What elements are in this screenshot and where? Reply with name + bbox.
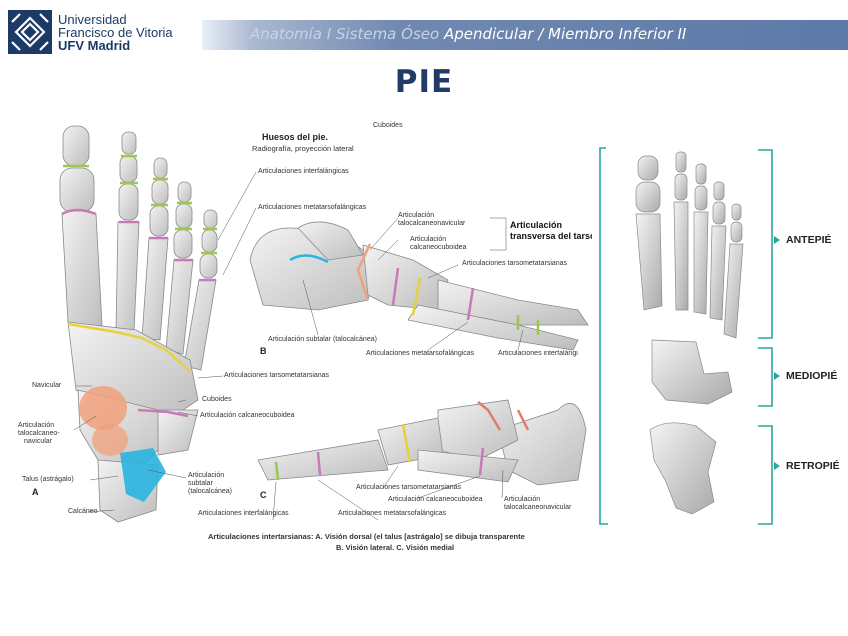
label-cuboides-top: Cuboides — [373, 122, 403, 129]
label-antepie: ANTEPIÉ — [786, 234, 832, 246]
label-a-tarsometatarsianas: Articulaciones tarsometatarsianas — [224, 372, 330, 379]
ufv-logo[interactable]: Universidad Francisco de Vitoria UFV Mad… — [8, 6, 200, 58]
retropie-arrow-icon — [774, 462, 780, 470]
label-a-metatarsofalangicas: Articulaciones metatarsofalángicas — [258, 204, 367, 211]
medial-view-c-joints — [274, 401, 530, 481]
label-a-cuboides: Cuboides — [202, 396, 232, 403]
dorsal-view-a-joints — [61, 154, 217, 418]
label-b-interfalangicas: Articulaciones interfalángi — [498, 350, 578, 357]
label-b-letter: B — [260, 346, 267, 356]
label-mediopie: MEDIOPIÉ — [786, 370, 838, 382]
ufv-logo-mark-icon — [8, 10, 52, 54]
foot-regions-illustration — [599, 147, 780, 525]
breadcrumb-course: Anatomía I Sistema Óseo — [250, 25, 444, 43]
region-brackets — [758, 149, 773, 525]
label-a-talocalcaneo-1: Articulación — [18, 422, 55, 429]
label-b-subtalar: Articulación subtalar (talocalcánea) — [268, 336, 377, 343]
label-c-tarsometatarsianas: Articulaciones tarsometatarsianas — [356, 484, 462, 491]
label-c-subtalar-2: subtalar — [188, 480, 213, 487]
figure-caption-line-1: Articulaciones intertarsianas: A. Visión… — [208, 532, 525, 541]
left-bracket — [599, 147, 608, 525]
label-huesos-title: Huesos del pie. — [262, 132, 329, 142]
logo-line-3: UFV Madrid — [58, 37, 131, 53]
logo-text: Universidad Francisco de Vitoria UFV Mad… — [58, 13, 173, 52]
label-c-subtalar-1: Articulación — [188, 472, 225, 479]
figure-caption-line-2: B. Visión lateral. C. Visión medial — [336, 543, 455, 552]
breadcrumb-separator: / — [533, 25, 549, 43]
antepie-arrow-icon — [774, 236, 780, 244]
foot-joints-figure: Cuboides Huesos del pie. Radiografía, pr… — [18, 110, 592, 560]
hindfoot-bones — [649, 422, 717, 515]
midfoot-bones — [651, 339, 733, 405]
label-c-calcaneocuboidea: Articulación calcaneocuboidea — [388, 496, 483, 503]
breadcrumb-banner: Anatomía I Sistema Óseo Apendicular / Mi… — [202, 20, 848, 50]
label-b-metatarsofalangicas: Articulaciones metatarsofalángicas — [366, 350, 475, 357]
label-b-talocalc-nav-2: talocalcaneonavicular — [398, 220, 466, 227]
label-a-talus: Talus (astrágalo) — [22, 476, 74, 483]
foot-illustration — [59, 125, 589, 523]
breadcrumb: Anatomía I Sistema Óseo Apendicular / Mi… — [250, 25, 686, 43]
label-c-letter: C — [260, 490, 267, 500]
label-b-talocalc-nav-1: Articulación — [398, 212, 435, 219]
leader-lines — [73, 171, 524, 521]
label-a-navicular: Navicular — [32, 382, 62, 389]
label-a-talocalcaneo-2: talocalcaneo- — [18, 430, 60, 437]
medial-view-c — [257, 399, 587, 486]
label-c-subtalar-3: (talocalcánea) — [188, 488, 232, 495]
subtalar-joint — [120, 448, 166, 502]
label-huesos-subtitle: Radiografía, proyección lateral — [252, 144, 354, 153]
label-b-transversa-1: Articulación — [510, 220, 563, 230]
logo-line-2: Francisco de Vitoria — [58, 24, 173, 40]
label-a-letter: A — [32, 487, 39, 497]
lateral-view-b-joints — [289, 243, 540, 335]
forefoot-bones — [635, 151, 744, 339]
header: Universidad Francisco de Vitoria UFV Mad… — [0, 0, 848, 66]
talocalcaneonavicular-joint — [79, 386, 127, 430]
label-a-talocalcaneo-3: navicular — [24, 438, 53, 445]
label-a-calcaneo: Calcáneo — [68, 508, 98, 515]
label-b-calc-cub-2: calcaneocuboidea — [410, 244, 467, 251]
label-c-talocalc-nav-1: Articulación — [504, 496, 541, 503]
slide-title: PIE — [394, 64, 454, 100]
label-c-talocalc-nav-2: talocalcaneonavicular — [504, 504, 572, 511]
label-c-metatarsofalangicas: Articulaciones metatarsofalángicas — [338, 510, 447, 517]
foot-regions-panel: ANTEPIÉ MEDIOPIÉ RETROPIÉ — [596, 142, 848, 532]
label-a-calcaneocuboidea: Articulación calcaneocuboidea — [200, 412, 295, 419]
breadcrumb-section: Apendicular — [443, 25, 534, 43]
region-arrows — [774, 236, 780, 470]
label-b-transversa-2: transversa del tarso — [510, 231, 592, 241]
label-retropie: RETROPIÉ — [786, 460, 840, 472]
label-b-calc-cub-1: Articulación — [410, 236, 447, 243]
label-a-interfalangicas: Articulaciones interfalángicas — [258, 168, 349, 175]
breadcrumb-topic: Miembro Inferior II — [548, 25, 687, 43]
label-b-tarsometatarsianas: Articulaciones tarsometatarsianas — [462, 260, 568, 267]
logo-line-1: Universidad — [58, 11, 127, 27]
label-c-interfalangicas: Articulaciones interfalángicas — [198, 510, 289, 517]
mediopie-arrow-icon — [774, 372, 780, 380]
